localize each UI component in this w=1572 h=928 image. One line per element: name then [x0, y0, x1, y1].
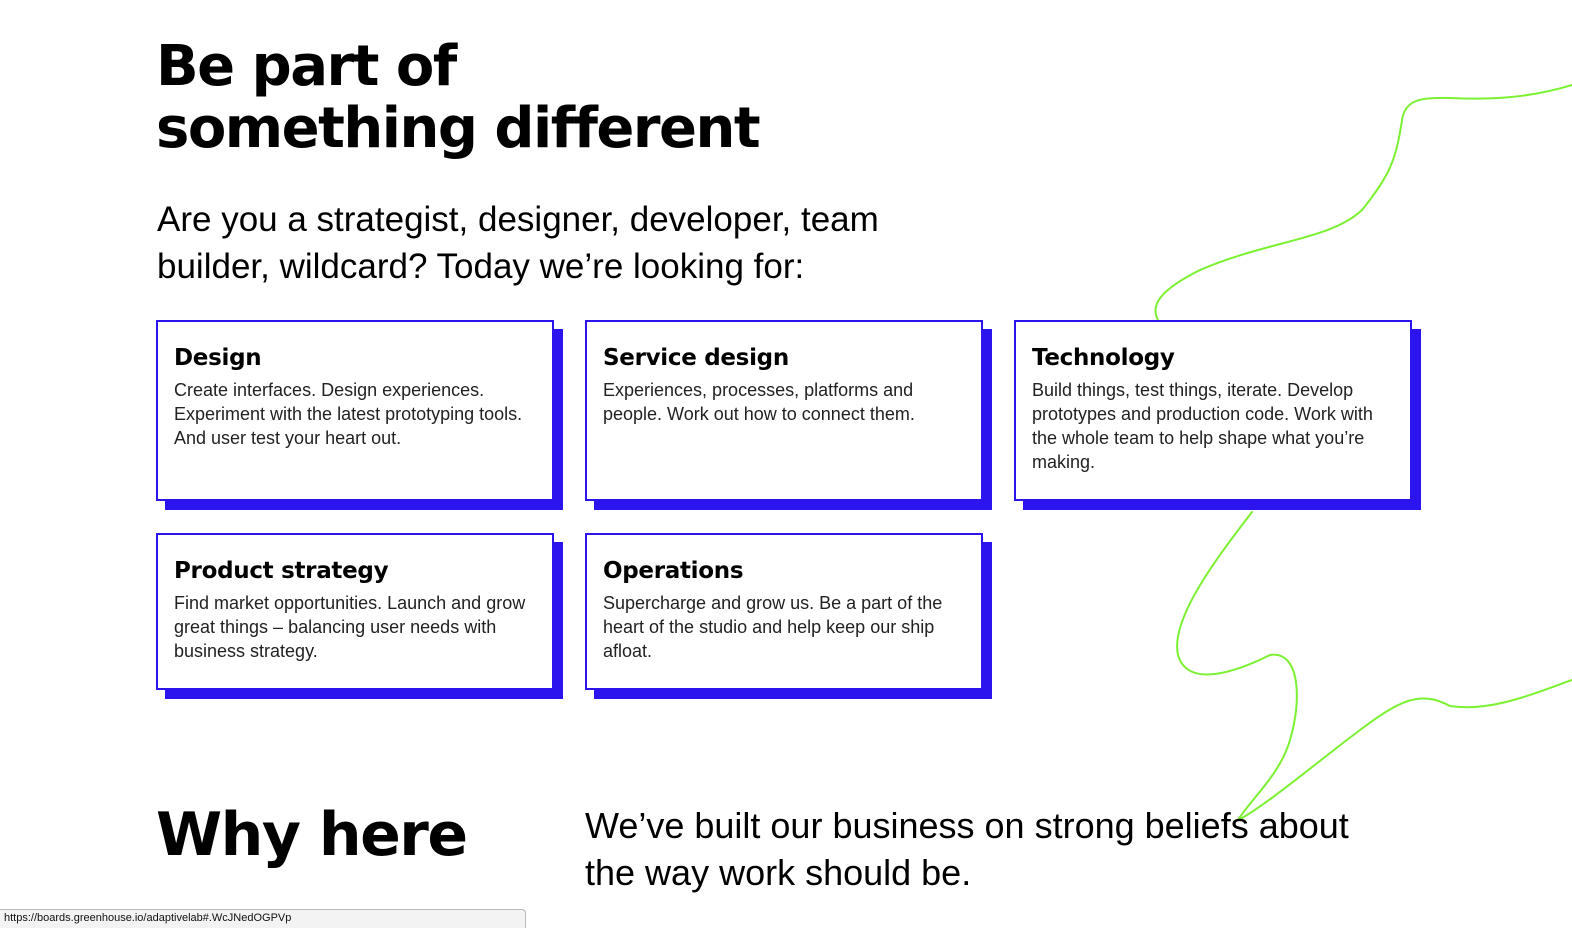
- card-title: Technology: [1032, 345, 1175, 371]
- why-here-heading: Why here: [156, 800, 468, 870]
- card-title: Operations: [603, 558, 744, 584]
- card-title: Product strategy: [174, 558, 389, 584]
- card-description: Create interfaces. Design experiences. E…: [174, 380, 523, 448]
- card-description: Find market opportunities. Launch and gr…: [174, 593, 526, 661]
- job-card-product-strategy[interactable]: Product strategy Find market opportuniti…: [156, 533, 554, 690]
- card-description: Supercharge and grow us. Be a part of th…: [603, 593, 943, 661]
- card-title: Service design: [603, 345, 789, 371]
- headline-line-1: Be part of: [156, 34, 457, 99]
- why-here-text: We’ve built our business on strong belie…: [585, 805, 1349, 893]
- intro-text: Are you a strategist, designer, develope…: [157, 200, 879, 286]
- card-description: Build things, test things, iterate. Deve…: [1032, 380, 1373, 472]
- browser-status-bar-url: https://boards.greenhouse.io/adaptivelab…: [0, 909, 526, 928]
- card-description: Experiences, processes, platforms and pe…: [603, 380, 915, 424]
- job-card-operations[interactable]: Operations Supercharge and grow us. Be a…: [585, 533, 983, 690]
- job-card-technology[interactable]: Technology Build things, test things, it…: [1014, 320, 1412, 501]
- page-headline: Be part of something different: [156, 34, 761, 161]
- job-card-design[interactable]: Design Create interfaces. Design experie…: [156, 320, 554, 501]
- headline-line-2: something different: [156, 96, 761, 161]
- job-card-service-design[interactable]: Service design Experiences, processes, p…: [585, 320, 983, 501]
- card-title: Design: [174, 345, 262, 371]
